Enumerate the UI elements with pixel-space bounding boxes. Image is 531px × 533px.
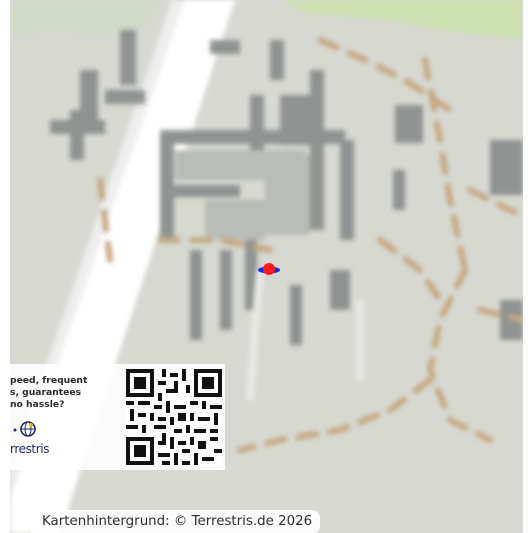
map-view[interactable]: peed, frequent s, guarantees no hassle? … <box>10 0 523 533</box>
ad-line: peed, frequent <box>10 375 88 386</box>
location-marker-icon[interactable] <box>257 261 281 277</box>
map-attribution: Kartenhintergrund: © Terrestris.de 2026 <box>30 510 321 533</box>
ad-line: s, guarantees <box>10 387 82 398</box>
ad-brand: rrestris <box>10 442 50 456</box>
advertisement-overlay[interactable]: peed, frequent s, guarantees no hassle? … <box>10 364 225 470</box>
globe-logo-icon <box>13 421 36 437</box>
qr-code-icon[interactable] <box>126 369 222 465</box>
ad-text: peed, frequent s, guarantees no hassle? <box>10 375 118 411</box>
ad-line: no hassle? <box>10 399 65 410</box>
